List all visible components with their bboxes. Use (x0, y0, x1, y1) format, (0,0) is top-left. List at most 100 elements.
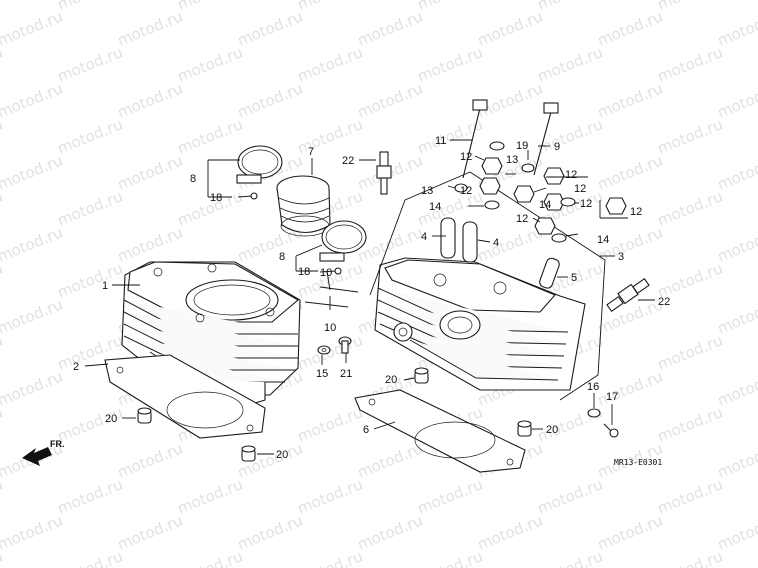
watermark-text: motod.ru (115, 151, 186, 193)
cylinder-head-rear[interactable] (374, 257, 586, 391)
band-screw-lower[interactable] (319, 267, 342, 275)
watermark-text: motod.ru (355, 511, 426, 553)
valve-guide-5[interactable] (538, 257, 560, 290)
watermark-text: motod.ru (475, 223, 546, 265)
valve-guide-right[interactable] (462, 221, 478, 263)
watermark-text: motod.ru (55, 547, 126, 568)
watermark-text: motod.ru (0, 511, 65, 553)
callout-14: 14 (597, 234, 609, 246)
watermark-text: motod.ru (535, 115, 606, 157)
cylinder-base-gasket-front[interactable] (104, 354, 266, 439)
callout-20: 20 (546, 424, 558, 436)
callout-21: 21 (340, 368, 352, 380)
cylinder-head-gasket-rear[interactable] (354, 389, 526, 473)
watermark-text: motod.ru (355, 7, 426, 49)
bolt-21[interactable] (338, 336, 352, 354)
watermark-text: motod.ru (595, 295, 666, 337)
spark-plug-front[interactable] (376, 151, 392, 195)
watermark-text: motod.ru (355, 439, 426, 481)
watermark-text: motod.ru (235, 79, 306, 121)
watermark-text: motod.ru (655, 331, 726, 373)
watermark-text: motod.ru (295, 475, 366, 517)
callout-12: 12 (565, 169, 577, 181)
stud-bolt-upper[interactable] (319, 286, 359, 293)
dowel-pin-b[interactable] (241, 445, 256, 462)
band-screw-upper[interactable] (237, 192, 258, 200)
watermark-text: motod.ru (475, 7, 546, 49)
watermark-text: motod.ru (295, 115, 366, 157)
watermark-text: motod.ru (115, 439, 186, 481)
dowel-pin-c[interactable] (414, 367, 429, 384)
callout-22: 22 (342, 155, 354, 167)
bolt-17[interactable] (603, 423, 619, 438)
watermark-text: motod.ru (715, 151, 758, 193)
callout-18: 18 (210, 192, 222, 204)
watermark-text: motod.ru (715, 511, 758, 553)
watermark-text: motod.ru (655, 0, 726, 14)
watermark-text: motod.ru (655, 403, 726, 445)
insulator-band-lower[interactable] (319, 220, 367, 262)
callout-5: 5 (571, 272, 577, 284)
callout-13: 13 (506, 154, 518, 166)
callout-17: 17 (606, 391, 618, 403)
watermark-text: motod.ru (0, 151, 65, 193)
stud-bolt-lower[interactable] (304, 301, 349, 308)
callout-3: 3 (618, 251, 624, 263)
callout-11: 11 (435, 135, 446, 147)
carburetor-insulator[interactable] (276, 175, 331, 237)
watermark-text: motod.ru (0, 403, 5, 445)
callout-20: 20 (385, 374, 397, 386)
callout-12: 12 (460, 151, 472, 163)
watermark-text: motod.ru (0, 7, 65, 49)
watermark-text: motod.ru (595, 151, 666, 193)
dowel-pin-d[interactable] (517, 420, 532, 437)
watermark-text: motod.ru (415, 475, 486, 517)
callout-15: 15 (316, 368, 328, 380)
washer-15[interactable] (317, 345, 331, 355)
watermark-text: motod.ru (535, 43, 606, 85)
callout-22: 22 (658, 296, 670, 308)
watermark-text: motod.ru (55, 259, 126, 301)
watermark-text: motod.ru (175, 115, 246, 157)
washer-16[interactable] (587, 408, 601, 418)
watermark-text: motod.ru (655, 547, 726, 568)
callout-12: 12 (630, 206, 642, 218)
callout-10: 10 (324, 322, 336, 334)
watermark-text: motod.ru (655, 187, 726, 229)
valve-guide-left[interactable] (440, 217, 456, 259)
spark-plug-rear[interactable] (606, 277, 650, 313)
stud-bolt-11[interactable] (462, 99, 488, 179)
watermark-text: motod.ru (0, 331, 5, 373)
watermark-text: motod.ru (0, 547, 5, 568)
watermark-text: motod.ru (415, 547, 486, 568)
watermark-text: motod.ru (0, 115, 5, 157)
watermark-text: motod.ru (295, 0, 366, 14)
bolt-9[interactable] (533, 102, 559, 176)
callout-16: 16 (587, 381, 599, 393)
watermark-text: motod.ru (0, 79, 65, 121)
watermark-text: motod.ru (535, 475, 606, 517)
watermark-text: motod.ru (715, 79, 758, 121)
callout-14: 14 (429, 201, 441, 213)
watermark-text: motod.ru (55, 115, 126, 157)
watermark-text: motod.ru (655, 43, 726, 85)
watermark-text: motod.ru (355, 79, 426, 121)
watermark-text: motod.ru (595, 7, 666, 49)
watermark-text: motod.ru (55, 43, 126, 85)
callout-12: 12 (580, 198, 592, 210)
watermark-text: motod.ru (295, 43, 366, 85)
watermark-text: motod.ru (715, 223, 758, 265)
watermark-text: motod.ru (415, 43, 486, 85)
dowel-pin-a[interactable] (137, 407, 152, 424)
watermark-text: motod.ru (235, 511, 306, 553)
watermark-text: motod.ru (295, 547, 366, 568)
callout-12: 12 (574, 183, 586, 195)
nut-group[interactable] (454, 141, 627, 243)
callout-18: 18 (298, 266, 310, 278)
diagram-code: MR13-E0301 (614, 458, 662, 467)
watermark-text: motod.ru (415, 0, 486, 14)
insulator-band-upper[interactable] (236, 145, 283, 184)
watermark-text: motod.ru (175, 0, 246, 14)
watermark-text: motod.ru (0, 43, 5, 85)
watermark-text: motod.ru (115, 7, 186, 49)
